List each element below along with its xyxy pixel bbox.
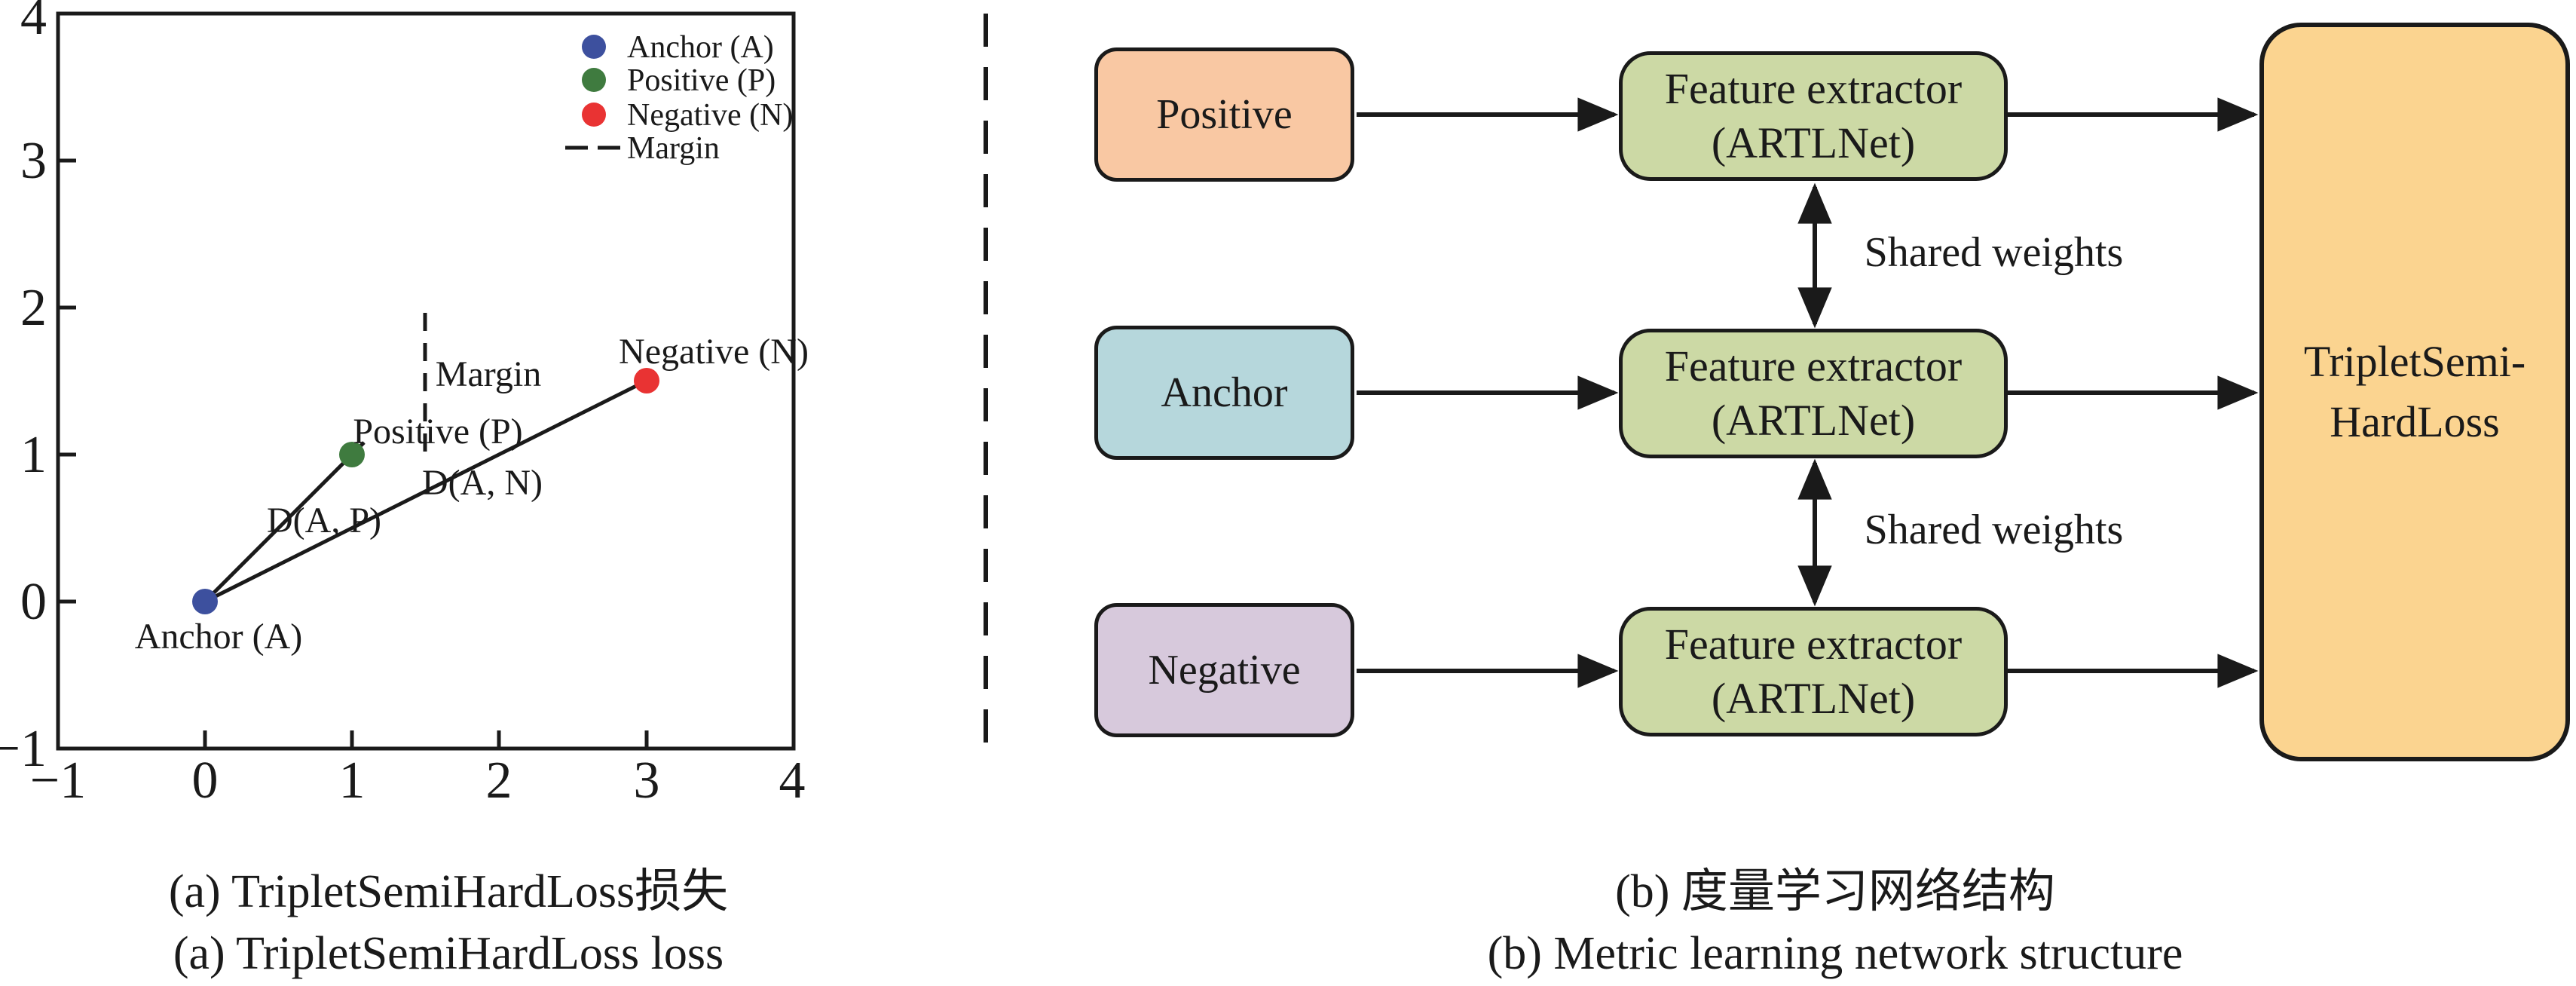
negative-input-box: Negative bbox=[1094, 603, 1354, 737]
y-tick-label: 2 bbox=[20, 279, 47, 337]
x-tick-label: 0 bbox=[192, 752, 219, 810]
feature-extractor-box-bottom: Feature extractor (ARTLNet) bbox=[1619, 607, 2008, 736]
panel-b-caption: (b) 度量学习网络结构 (b) Metric learning network… bbox=[1458, 861, 2212, 984]
anchor-input-label: Anchor bbox=[1161, 369, 1288, 416]
y-axis-tick-labels: −1 0 1 2 3 4 bbox=[0, 0, 47, 778]
feature-extractor-label-line2: (ARTLNet) bbox=[1711, 118, 1916, 167]
panel-a-caption-en: (a) TripletSemiHardLoss loss bbox=[173, 928, 724, 979]
feature-extractor-label-line2: (ARTLNet) bbox=[1711, 396, 1916, 445]
plot-annotations: Anchor (A) Positive (P) Negative (N) Mar… bbox=[135, 332, 809, 657]
shared-weights-label-bottom: Shared weights bbox=[1864, 507, 2124, 553]
feature-extractor-label-line1: Feature extractor bbox=[1664, 620, 1963, 669]
anchor-point bbox=[192, 589, 218, 614]
loss-box-label-line1: TripletSemi- bbox=[2303, 337, 2526, 386]
positive-point-label: Positive (P) bbox=[353, 412, 522, 452]
y-tick-label: 1 bbox=[20, 426, 47, 484]
legend-anchor-label: Anchor (A) bbox=[627, 30, 774, 65]
positive-input-label: Positive bbox=[1156, 91, 1293, 138]
plot-frame bbox=[56, 11, 796, 751]
positive-input-box: Positive bbox=[1094, 47, 1354, 182]
legend-anchor-marker bbox=[582, 35, 606, 59]
loss-box-label-line2: HardLoss bbox=[2330, 397, 2500, 446]
legend-negative-marker bbox=[582, 103, 606, 127]
negative-point bbox=[634, 368, 659, 393]
y-tick-label: 4 bbox=[20, 0, 47, 46]
x-tick-label: −1 bbox=[30, 752, 86, 810]
legend-positive-label: Positive (P) bbox=[627, 63, 776, 98]
legend-positive-marker bbox=[582, 68, 606, 92]
positive-point bbox=[339, 442, 365, 467]
feature-extractor-box-top: Feature extractor (ARTLNet) bbox=[1619, 51, 2008, 181]
feature-extractor-label-line1: Feature extractor bbox=[1664, 64, 1963, 113]
plot-legend: Anchor (A) Positive (P) Negative (N) Mar… bbox=[565, 30, 793, 166]
negative-input-label: Negative bbox=[1148, 647, 1301, 694]
anchor-point-label: Anchor (A) bbox=[135, 617, 303, 657]
feature-extractor-label-line1: Feature extractor bbox=[1664, 341, 1963, 390]
x-tick-label: 3 bbox=[634, 752, 660, 810]
anchor-input-box: Anchor bbox=[1094, 326, 1354, 460]
segment-anchor-negative bbox=[203, 378, 648, 604]
panel-b-caption-zh: (b) 度量学习网络结构 bbox=[1615, 866, 2055, 917]
x-tick-label: 1 bbox=[339, 752, 366, 810]
x-axis-tick-labels: −1 0 1 2 3 4 bbox=[30, 752, 806, 810]
shared-weights-label-top: Shared weights bbox=[1864, 229, 2124, 276]
y-tick-label: 0 bbox=[20, 573, 47, 631]
panel-a-caption-zh: (a) TripletSemiHardLoss损失 bbox=[168, 866, 729, 917]
x-tick-label: 2 bbox=[486, 752, 512, 810]
segment-anchor-positive bbox=[203, 441, 366, 603]
legend-margin-label: Margin bbox=[627, 131, 720, 166]
x-axis-ticks bbox=[203, 730, 649, 749]
triplet-loss-box: TripletSemi- HardLoss bbox=[2259, 23, 2570, 761]
feature-extractor-box-middle: Feature extractor (ARTLNet) bbox=[1619, 329, 2008, 458]
feature-extractor-label-line2: (ARTLNet) bbox=[1711, 674, 1916, 723]
distance-ap-label: D(A, P) bbox=[267, 501, 381, 540]
y-tick-label: 3 bbox=[20, 132, 47, 190]
y-tick-label: −1 bbox=[0, 720, 47, 778]
panel-a-caption: (a) TripletSemiHardLoss损失 (a) TripletSem… bbox=[72, 861, 825, 984]
legend-negative-label: Negative (N) bbox=[627, 98, 793, 133]
negative-point-label: Negative (N) bbox=[619, 332, 809, 372]
scatter-plot: −1 0 1 2 3 4 −1 0 1 2 3 4 Anchor (A) Pos… bbox=[0, 0, 809, 810]
y-axis-ticks bbox=[58, 158, 76, 604]
panel-b-caption-en: (b) Metric learning network structure bbox=[1487, 928, 2183, 979]
distance-an-label: D(A, N) bbox=[422, 463, 543, 503]
margin-label: Margin bbox=[436, 354, 541, 394]
x-tick-label: 4 bbox=[779, 752, 806, 810]
